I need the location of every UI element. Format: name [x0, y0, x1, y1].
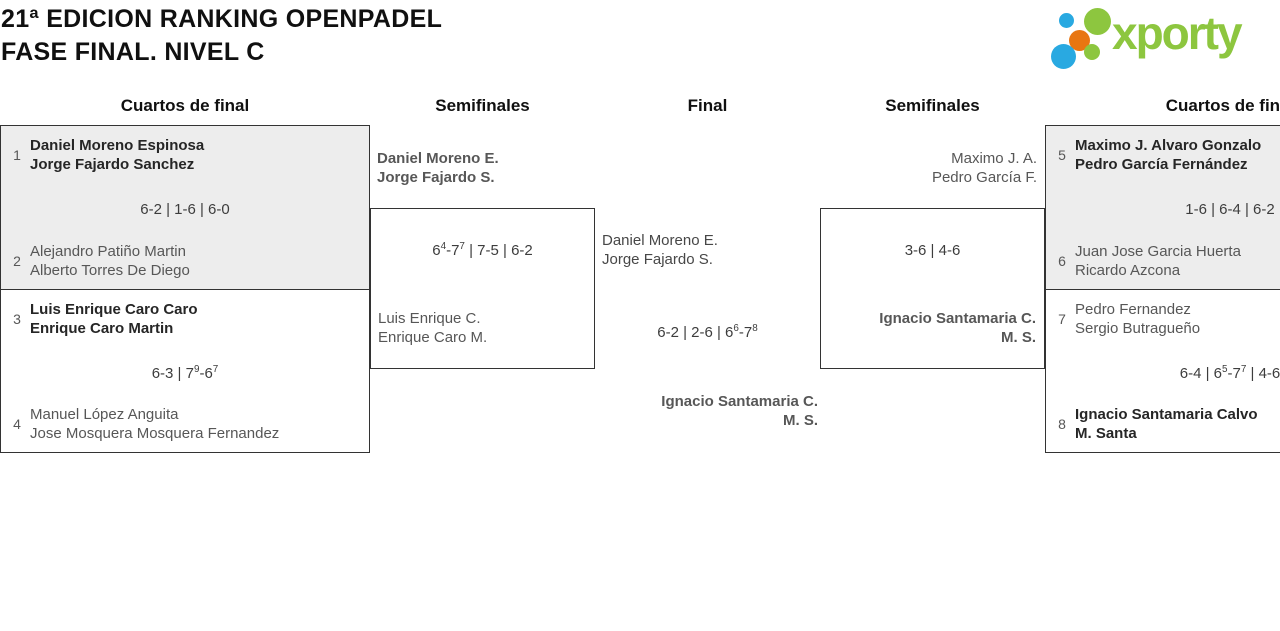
player-name: Maximo J. A. [951, 150, 1037, 167]
seed-number: 1 [13, 147, 21, 163]
team-slot: 6 Juan Jose Garcia Huerta Ricardo Azcona [1054, 242, 1280, 280]
team-names: Juan Jose Garcia Huerta Ricardo Azcona [1075, 242, 1241, 280]
seed-number: 4 [13, 416, 21, 432]
round-header-semifinals-right: Semifinales [885, 96, 980, 115]
final-top-team: Daniel Moreno E. Jorge Fajardo S. [602, 231, 718, 269]
seed-number: 2 [13, 253, 21, 269]
team-slot: 1 Daniel Moreno Espinosa Jorge Fajardo S… [9, 136, 363, 174]
player-name: Pedro García F. [931, 169, 1037, 186]
player-name: Jorge Fajardo S. [602, 251, 713, 268]
player-name: Daniel Moreno E. [377, 150, 499, 167]
seed-number: 3 [13, 311, 21, 327]
semifinal-right-bottom-team: Ignacio Santamaria C. M. S. [879, 309, 1036, 347]
team-names: Maximo J. Alvaro Gonzalo Pedro García Fe… [1075, 136, 1261, 174]
match-score: 6-4 | 65-77 | 4-6 [1179, 364, 1280, 382]
seed-number: 8 [1058, 416, 1066, 432]
semifinal-right-top-team: Maximo J. A. Pedro García F. [820, 149, 1037, 187]
team-slot: 4 Manuel López Anguita Jose Mosquera Mos… [9, 405, 363, 443]
tournament-title: 21ª EDICION RANKING OPENPADEL FASE FINAL… [1, 3, 442, 69]
team-names: Ignacio Santamaria Calvo M. Santa [1075, 405, 1258, 443]
player-name: Alejandro Patiño Martin [30, 243, 186, 260]
player-name: Daniel Moreno Espinosa [30, 137, 205, 154]
match-quarterfinal-1: 1 Daniel Moreno Espinosa Jorge Fajardo S… [0, 125, 370, 290]
team-names: Alejandro Patiño Martin Alberto Torres D… [30, 242, 190, 280]
seed-number: 6 [1058, 253, 1066, 269]
player-name: Pedro García Fernández [1075, 156, 1248, 173]
team-slot: 8 Ignacio Santamaria Calvo M. Santa [1054, 405, 1280, 443]
logo-wordmark: xporty [1112, 7, 1243, 59]
logo-dot-icon [1084, 44, 1100, 60]
player-name: Jorge Fajardo Sanchez [30, 156, 195, 173]
match-semifinal-left: 64-77 | 7-5 | 6-2 Luis Enrique C. Enriqu… [370, 208, 595, 369]
player-name: Manuel López Anguita [30, 406, 179, 423]
logo-dot-icon [1084, 8, 1111, 35]
tournament-title-line1: 21ª EDICION RANKING OPENPADEL [1, 5, 443, 33]
final-score: 6-2 | 2-6 | 66-78 [657, 323, 758, 341]
player-name: Sergio Butragueño [1075, 320, 1201, 337]
match-score: 3-6 | 4-6 [904, 242, 961, 259]
player-name: Juan Jose Garcia Huerta [1075, 243, 1241, 260]
final-winner-team: Ignacio Santamaria C. M. S. [595, 392, 818, 430]
team-slot: 3 Luis Enrique Caro Caro Enrique Caro Ma… [9, 300, 363, 338]
team-slot: 2 Alejandro Patiño Martin Alberto Torres… [9, 242, 363, 280]
player-name: M. S. [782, 412, 818, 429]
match-score: 6-2 | 1-6 | 6-0 [140, 201, 230, 218]
team-names: Pedro Fernandez Sergio Butragueño [1075, 300, 1200, 338]
match-score: 64-77 | 7-5 | 6-2 [432, 241, 533, 259]
player-name: Alberto Torres De Diego [30, 262, 190, 279]
match-score: 1-6 | 6-4 | 6-2 [1185, 201, 1275, 218]
match-quarterfinal-3: 5 Maximo J. Alvaro Gonzalo Pedro García … [1045, 125, 1280, 290]
player-name: Ricardo Azcona [1075, 262, 1181, 279]
player-name: Luis Enrique C. [378, 310, 481, 327]
player-name: Maximo J. Alvaro Gonzalo [1075, 137, 1262, 154]
logo-dot-icon [1059, 13, 1074, 28]
player-name: Jose Mosquera Mosquera Fernandez [30, 425, 280, 442]
match-score: 6-3 | 79-67 [151, 364, 219, 382]
player-name: Pedro Fernandez [1075, 301, 1191, 318]
player-name: Enrique Caro Martin [30, 320, 174, 337]
round-header-quarterfinals-right: Cuartos de final [1165, 96, 1280, 115]
match-quarterfinal-4: 7 Pedro Fernandez Sergio Butragueño 6-4 … [1045, 289, 1280, 453]
team-names: Daniel Moreno Espinosa Jorge Fajardo San… [30, 136, 204, 174]
semifinal-left-bottom-team: Luis Enrique C. Enrique Caro M. [378, 309, 487, 347]
logo-dot-icon [1051, 44, 1076, 69]
team-names: Luis Enrique Caro Caro Enrique Caro Mart… [30, 300, 198, 338]
player-name: Ignacio Santamaria C. [879, 310, 1036, 327]
player-name: Enrique Caro M. [378, 329, 488, 346]
team-slot: 7 Pedro Fernandez Sergio Butragueño [1054, 300, 1280, 338]
match-semifinal-right: 3-6 | 4-6 Ignacio Santamaria C. M. S. [820, 208, 1045, 369]
seed-number: 5 [1058, 147, 1066, 163]
player-name: Jorge Fajardo S. [377, 169, 495, 186]
match-quarterfinal-2: 3 Luis Enrique Caro Caro Enrique Caro Ma… [0, 289, 370, 453]
round-header-quarterfinals-left: Cuartos de final [120, 96, 250, 115]
player-name: Luis Enrique Caro Caro [30, 301, 198, 318]
team-slot: 5 Maximo J. Alvaro Gonzalo Pedro García … [1054, 136, 1280, 174]
player-name: Ignacio Santamaria Calvo [1075, 406, 1258, 423]
player-name: Daniel Moreno E. [602, 232, 718, 249]
tournament-title-line2: FASE FINAL. NIVEL C [1, 38, 265, 66]
seed-number: 7 [1058, 311, 1066, 327]
player-name: Ignacio Santamaria C. [661, 393, 818, 410]
team-names: Manuel López Anguita Jose Mosquera Mosqu… [30, 405, 279, 443]
player-name: M. S. [1000, 329, 1036, 346]
round-header-semifinals-left: Semifinales [435, 96, 530, 115]
logo-dot-icon [1069, 30, 1090, 51]
player-name: M. Santa [1075, 425, 1137, 442]
semifinal-left-top-team: Daniel Moreno E. Jorge Fajardo S. [377, 149, 499, 187]
round-header-final: Final [687, 96, 728, 115]
